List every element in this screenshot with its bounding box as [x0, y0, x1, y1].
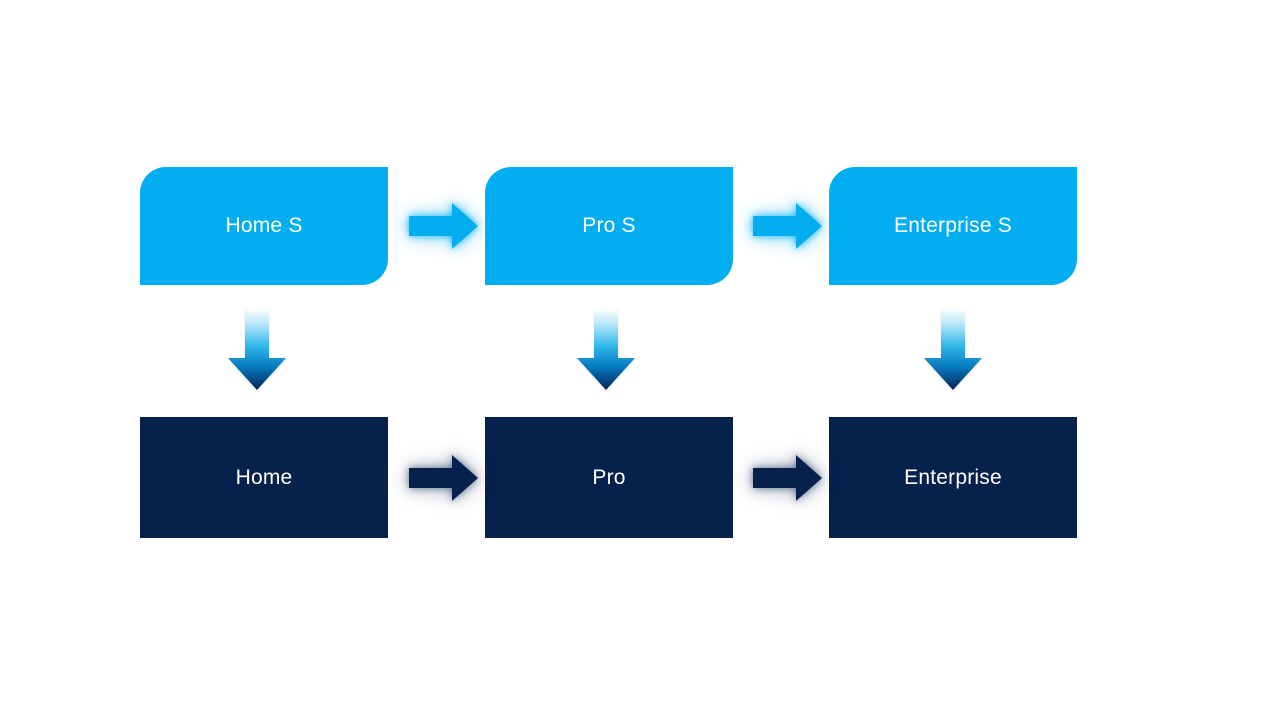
node-pro[interactable]: Pro	[485, 417, 733, 538]
node-label: Pro S	[582, 214, 636, 238]
arrow-down-icon	[577, 308, 635, 390]
arrow-down-icon	[924, 308, 982, 390]
node-enterprise[interactable]: Enterprise	[829, 417, 1077, 538]
node-home[interactable]: Home	[140, 417, 388, 538]
node-pro-s[interactable]: Pro S	[485, 167, 733, 285]
arrow-right-icon	[409, 455, 478, 501]
node-label: Enterprise	[904, 465, 1002, 489]
arrow-down-icon	[228, 308, 286, 390]
arrow-right-icon	[753, 203, 822, 249]
connector-enterprise-s-to-enterprise	[924, 308, 982, 390]
node-enterprise-s[interactable]: Enterprise S	[829, 167, 1077, 285]
arrow-right-icon	[753, 455, 822, 501]
connector-home-to-pro	[409, 455, 478, 501]
connector-pro-to-enterprise	[753, 455, 822, 501]
arrow-right-icon	[409, 203, 478, 249]
connector-pro-s-to-enterprise-s	[753, 203, 822, 249]
connector-home-s-to-home	[228, 308, 286, 390]
connector-home-s-to-pro-s	[409, 203, 478, 249]
node-label: Enterprise S	[894, 214, 1012, 238]
node-label: Home S	[225, 214, 303, 238]
node-label: Pro	[592, 465, 626, 489]
node-label: Home	[235, 465, 293, 489]
connector-pro-s-to-pro	[577, 308, 635, 390]
node-home-s[interactable]: Home S	[140, 167, 388, 285]
